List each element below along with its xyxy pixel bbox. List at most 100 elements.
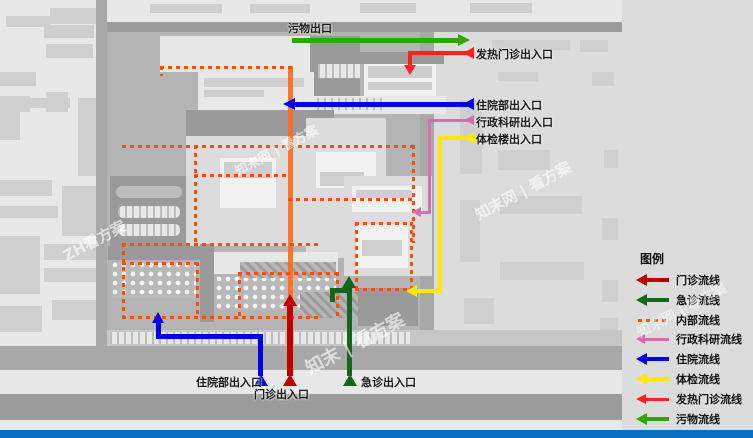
waste-flow-arrowhead — [458, 34, 470, 46]
internal-flow-segment — [194, 145, 197, 177]
building-ext — [580, 40, 608, 52]
building-ext — [26, 98, 70, 108]
emergency-flow-arrowhead — [342, 276, 356, 288]
internal-flow-segment — [122, 243, 322, 246]
building-detail — [204, 90, 264, 97]
arrow-left-icon — [636, 274, 670, 286]
building-ext — [0, 206, 58, 218]
inpatient-flow-line-south — [258, 334, 263, 376]
building-ext — [360, 3, 416, 13]
legend-label: 发热门诊流线 — [676, 393, 742, 406]
internal-flow-segment — [122, 316, 322, 319]
building-ext — [460, 200, 480, 262]
site-road — [200, 244, 214, 322]
building-ext — [52, 300, 96, 320]
south-sidewalk — [0, 370, 622, 394]
building-ext — [0, 180, 52, 196]
legend-item-inpatient[interactable]: 住院流线 — [636, 351, 720, 367]
legend-item-fever-clinic[interactable]: 发热门诊流线 — [636, 391, 742, 407]
south-edge — [0, 420, 622, 430]
emergency-flow-line — [347, 288, 352, 376]
fever-flow-line — [408, 51, 470, 55]
building-ext — [62, 186, 96, 236]
label-fever-clinic: 发热门诊出入口 — [476, 48, 553, 61]
internal-flow-segment — [288, 198, 414, 201]
inpatient-entry-marker-south — [254, 374, 268, 386]
emergency-flow-line — [330, 288, 335, 302]
building-ext — [470, 3, 532, 13]
legend-title: 图例 — [640, 252, 665, 266]
arrow-left-icon — [636, 373, 670, 385]
internal-flow-segment — [160, 66, 292, 69]
admin-flow-line — [428, 119, 431, 213]
parking-row — [118, 206, 180, 218]
internal-flow-segment — [410, 222, 413, 290]
building-ext — [498, 72, 538, 81]
internal-flow-segment — [196, 262, 199, 318]
label-admin-research: 行政科研出入口 — [476, 116, 553, 129]
healthcheck-entry-marker — [464, 132, 475, 144]
healthcheck-flow-line — [438, 136, 470, 140]
internal-flow-segment — [238, 272, 338, 275]
admin-flow-line — [420, 211, 431, 214]
building-ext — [6, 16, 50, 27]
emergency-entry-marker — [343, 374, 357, 386]
legend-panel: 图例 门诊流线 急诊流线 内部流线 — [622, 0, 753, 430]
legend-label: 内部流线 — [676, 314, 720, 327]
healthcheck-flow-line — [416, 289, 442, 293]
building-ext — [492, 40, 570, 50]
road-north — [107, 22, 622, 32]
green-area-west — [112, 262, 196, 298]
internal-flow-segment — [355, 288, 413, 291]
building-ext — [602, 280, 618, 302]
inpatient-flow-line-east — [293, 102, 470, 107]
internal-flow-segment — [122, 145, 412, 148]
fever-entry-marker — [463, 47, 474, 59]
building-ext — [0, 72, 36, 86]
waste-flow-line — [292, 38, 460, 43]
outpatient-flow-line — [287, 304, 293, 376]
building-ext — [46, 44, 93, 58]
building-detail — [204, 78, 304, 87]
internal-flow-segment — [122, 262, 196, 265]
legend-item-waste[interactable]: 污物流线 — [636, 411, 720, 427]
parking-row — [118, 224, 180, 236]
arrow-left-icon — [636, 353, 670, 365]
building-ext — [464, 298, 494, 324]
legend-item-outpatient[interactable]: 门诊流线 — [636, 272, 720, 288]
legend-item-admin-research[interactable]: 行政科研流线 — [636, 331, 742, 347]
fever-flow-line — [408, 51, 412, 67]
road-south — [0, 346, 622, 370]
label-health-check: 体检楼出入口 — [476, 133, 542, 146]
legend-label: 行政科研流线 — [676, 333, 742, 346]
admin-flow-arrowhead — [412, 207, 421, 217]
building-ext — [44, 25, 94, 38]
admin-entry-marker — [464, 115, 474, 125]
internal-flow-segment — [122, 243, 125, 317]
building-ext — [150, 4, 222, 13]
dotted-line-icon — [636, 314, 670, 326]
building-ext — [0, 236, 40, 294]
building-ext — [44, 268, 96, 282]
legend-item-internal[interactable]: 内部流线 — [636, 312, 720, 328]
building-detail — [362, 240, 402, 256]
inpatient-flow-arrowhead-south — [152, 312, 164, 323]
internal-flow-spine — [288, 66, 293, 306]
building-ext — [250, 4, 310, 13]
legend-item-health-check[interactable]: 体检流线 — [636, 371, 720, 387]
building-detail — [368, 82, 432, 90]
internal-flow-segment — [336, 272, 339, 318]
legend-item-emergency[interactable]: 急诊流线 — [636, 292, 720, 308]
internal-flow-segment — [412, 145, 415, 243]
road-vertical-west — [96, 0, 107, 430]
emergency-flow-line — [330, 288, 352, 293]
legend-label: 体检流线 — [676, 373, 720, 386]
building-ext — [500, 262, 584, 280]
outpatient-flow-arrowhead — [283, 294, 297, 306]
parking-row — [318, 64, 360, 78]
legend-label: 急诊流线 — [676, 294, 720, 307]
parking-lot — [116, 186, 182, 198]
healthcheck-flow-line — [438, 136, 442, 292]
healthcheck-flow-arrowhead — [406, 285, 417, 297]
